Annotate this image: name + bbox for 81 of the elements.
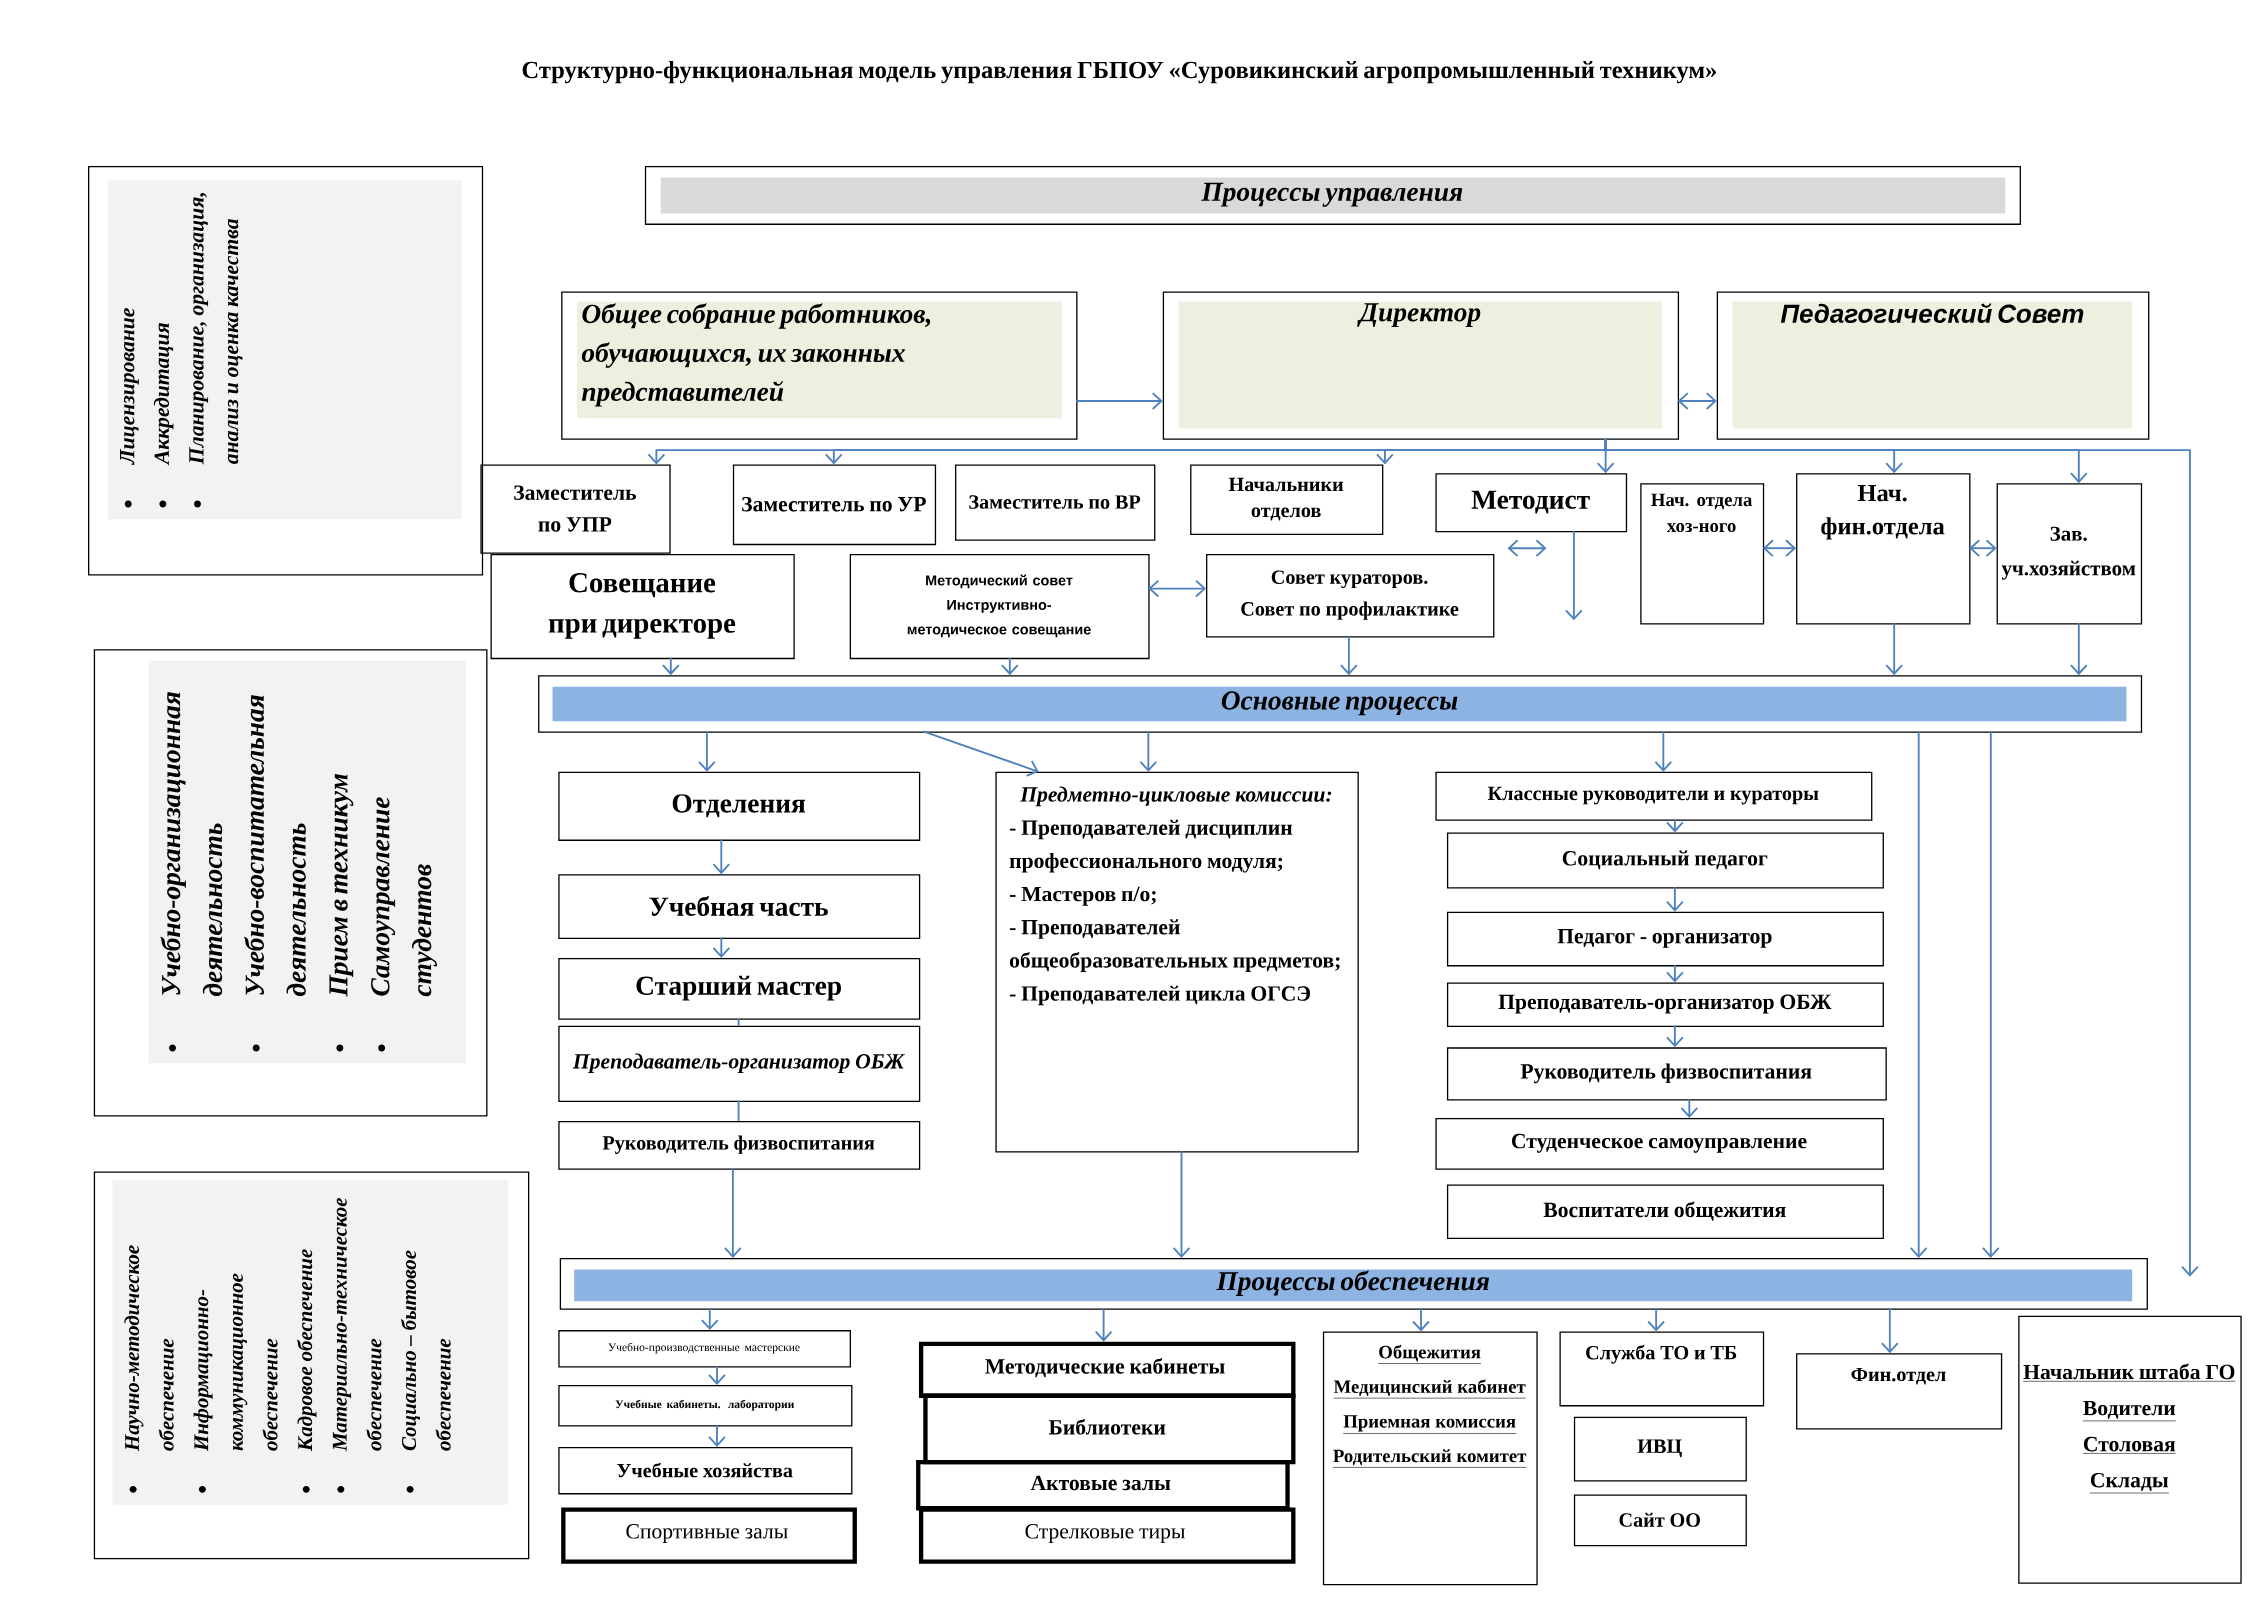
process-box: Служба ТО и ТБ [1559, 1331, 1765, 1407]
arrow [1880, 1307, 1899, 1354]
arrow [2069, 622, 2088, 676]
process-box: Методист [1435, 473, 1628, 533]
arrow [708, 1424, 726, 1448]
arrow [1654, 730, 1673, 772]
process-box: Преподаватель-организатор ОБЖ [558, 1025, 921, 1103]
process-box: Совещание при директоре [490, 554, 795, 660]
process-box: Стрелковые тиры [918, 1507, 1296, 1564]
process-box: Начальники отделов [1190, 464, 1384, 536]
arrow [1565, 530, 1583, 621]
arrow [1909, 730, 1928, 1259]
arrow [708, 1365, 726, 1385]
arrow [723, 1167, 742, 1259]
arrow [698, 730, 716, 772]
governing-body-box: Общее собрание работников, обучающихся, их законных представителей [561, 291, 1078, 440]
arrow [1412, 1307, 1430, 1332]
arrow [700, 1307, 719, 1331]
process-box: Спортивные залы [561, 1507, 857, 1564]
arrow [1148, 579, 1207, 598]
process-box: Методические кабинеты [918, 1341, 1296, 1398]
arrow [1981, 730, 2000, 1259]
arrow [1677, 392, 1717, 410]
process-box: Сайт ОО [1573, 1494, 1747, 1547]
governing-body-box: Педагогический Совет [1716, 291, 2150, 440]
arrow [1172, 1150, 1191, 1259]
governing-body-box: Директор [1162, 291, 1680, 440]
process-box: Воспитатели общежития [1446, 1184, 1884, 1240]
process-box: Библиотеки [923, 1393, 1296, 1465]
process-box: Нач. отдела хоз-ного [1640, 483, 1765, 625]
connector [737, 1017, 740, 1027]
process-box: Заместитель по УР [732, 464, 937, 546]
arrow [712, 936, 731, 958]
arrow [1075, 392, 1163, 410]
process-box: Предметно-цикловые комиссии: - Преподавателей дисциплин профессионального модуля; - Мастеров п/о; - Преподавателей общеобразовательных предметов; - Преподавателей цикла ОГСЭ [995, 771, 1359, 1153]
section-band: Процессы управления [644, 166, 2021, 225]
process-box: Методический совет Инструктивно-методическое совещание [849, 554, 1150, 660]
process-box: Преподаватель-организатор ОБЖ [1446, 982, 1884, 1028]
sidebar-panel: Лицензирование Аккредитация Планирование, организация, анализ и оценка качества [88, 166, 484, 576]
process-box: Социальный педагог [1446, 832, 1884, 889]
process-box: Классные руководители и кураторы [1435, 771, 1873, 821]
process-box: Учебные кабинеты. лаборатории [558, 1385, 853, 1427]
arrow [1139, 730, 1158, 772]
arrow [1680, 1098, 1699, 1119]
arrow [1340, 635, 1358, 676]
process-box: Руководитель физвоспитания [1446, 1047, 1887, 1101]
section-band: Основные процессы [538, 675, 2143, 733]
process-box: Заместитель по ВР [955, 464, 1156, 541]
arrow [1762, 539, 1797, 558]
process-box: Педагог - организатор [1446, 911, 1884, 967]
process-box: Общежития Медицинский кабинет Приемная комиссия Родительский комитет [1322, 1331, 1538, 1586]
arrow [1507, 539, 1547, 558]
arrow [1885, 622, 1904, 676]
connector [737, 1099, 740, 1122]
process-box: ИВЦ [1573, 1416, 1747, 1482]
process-box: Учебно-производственные мастерские [558, 1330, 851, 1368]
process-box: Зав. уч.хозяйством [1996, 483, 2143, 625]
diagram-title: Структурно-функциональная модель управления ГБПОУ «Суровикинский агропромышленный техникум» [522, 61, 1717, 84]
process-box: Отделения [558, 771, 921, 841]
arrow [1647, 1307, 1665, 1332]
process-box: Фин.отдел [1796, 1353, 2003, 1430]
arrow [1604, 437, 2199, 1277]
process-box: Учебная часть [558, 874, 921, 940]
process-box: Старший мастер [558, 958, 921, 1020]
process-box: Актовые залы [916, 1460, 1290, 1511]
process-box: Начальник штаба ГО Водители Столовая Склады [2018, 1315, 2242, 1584]
process-box: Студенческое самоуправление [1435, 1118, 1884, 1170]
arrow [1094, 1307, 1113, 1342]
process-box: Нач. фин.отдела [1796, 473, 1971, 625]
section-band: Процессы обеспечения [559, 1258, 2148, 1310]
process-box: Совет кураторов. Совет по профилактике [1206, 554, 1495, 638]
sidebar-panel: Учебно-организационная деятельность Учебно-воспитательная деятельность Прием в техникум Самоуправление студентов [93, 649, 488, 1117]
arrow [712, 838, 731, 875]
process-box: Руководитель физвоспитания [558, 1121, 921, 1170]
sidebar-panel: Научно-методическое обеспечение Информационно-коммуникационное обеспечение Кадровое обеспечение Материально-техническое обеспечение Социально – бытовое обеспечение [93, 1171, 530, 1560]
arrow [1666, 1024, 1684, 1048]
process-box: Учебные хозяйства [558, 1447, 853, 1495]
arrow [1666, 886, 1684, 912]
arrow [1969, 539, 1997, 558]
arrow [922, 730, 1039, 777]
process-box: Заместитель по УПР [480, 464, 671, 554]
